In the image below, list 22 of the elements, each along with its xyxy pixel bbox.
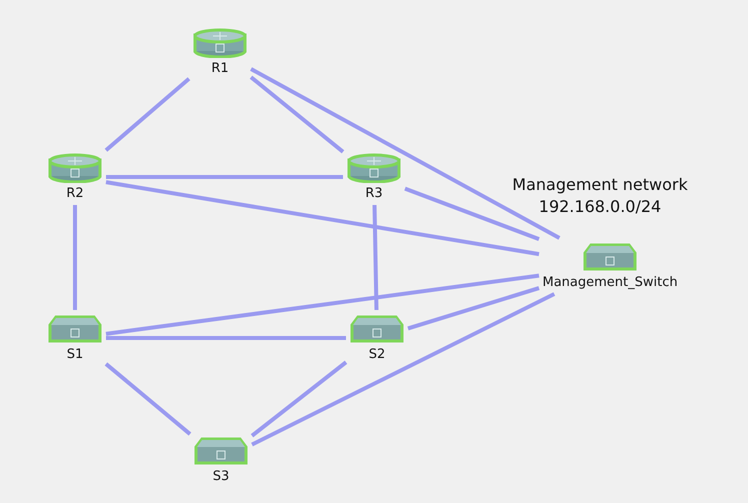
network-title: Management network 192.168.0.0/24 [511, 174, 689, 218]
network-link [372, 204, 378, 310]
network-link [250, 360, 348, 438]
network-link [106, 175, 343, 179]
network-link [404, 186, 540, 241]
network-link [250, 67, 560, 240]
device-label: R3 [365, 186, 383, 201]
network-link [73, 205, 77, 310]
network-link [104, 362, 192, 436]
network-link [407, 286, 540, 330]
network-link [104, 77, 190, 152]
device-label: R1 [211, 61, 229, 76]
device-label: S3 [212, 469, 230, 484]
network-link [106, 336, 346, 340]
device-label: Management_Switch [542, 275, 678, 290]
network-link [250, 76, 344, 154]
device-label: S2 [368, 347, 386, 362]
network-link [106, 180, 540, 256]
network-link [251, 292, 556, 446]
device-label: S1 [66, 347, 84, 362]
device-label: R2 [66, 186, 84, 201]
network-link [106, 274, 540, 336]
